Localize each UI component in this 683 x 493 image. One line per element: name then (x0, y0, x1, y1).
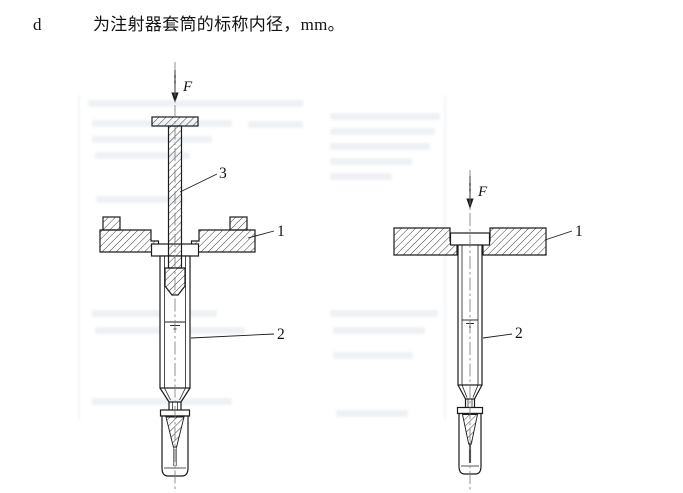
bleedthrough-mark (333, 327, 425, 334)
leader-line-plunger (179, 173, 218, 193)
definition-term: d (33, 15, 42, 34)
bleedthrough-mark (92, 310, 217, 317)
fixture-plate-right-half (190, 229, 256, 253)
bleedthrough-mark (248, 121, 303, 128)
leader-line-barrel-left (190, 333, 275, 339)
figure-right: F (393, 176, 573, 475)
bleedthrough-mark (78, 95, 80, 420)
fixture-plate-right-fig-right-half (482, 227, 547, 256)
bleedthrough-mark (330, 173, 392, 180)
force-label-left: F (182, 79, 193, 95)
leader-line-plate-left (247, 230, 275, 239)
part-label-plate-right: 1 (575, 223, 583, 240)
part-label-plate-left: 1 (277, 223, 285, 240)
part-label-barrel-right: 2 (515, 325, 523, 342)
definition-text: 为注射器套筒的标称内径，mm。 (93, 15, 345, 34)
bleedthrough-mark (88, 100, 303, 107)
bleedthrough-mark (330, 310, 438, 317)
bleedthrough-mark (333, 352, 413, 359)
clamp-block-right (229, 216, 248, 231)
bleedthrough-mark (330, 158, 412, 165)
force-label-right: F (477, 184, 488, 200)
part-label-barrel-left: 2 (277, 326, 285, 343)
bleedthrough-mark (95, 152, 190, 159)
bleedthrough-mark (96, 196, 184, 203)
bleedthrough-mark (330, 113, 440, 120)
part-label-plunger: 3 (219, 165, 227, 182)
figure-left: F (99, 70, 275, 477)
definition-line: d 为注射器套筒的标称内径，mm。 (33, 10, 345, 35)
bleedthrough-mark (330, 128, 435, 135)
leader-line-barrel-right (482, 333, 513, 339)
bleedthrough-mark (92, 136, 212, 143)
bleedthrough-mark (336, 410, 408, 417)
clamp-block-left (102, 216, 121, 231)
fixture-plate-right-fig-left-half (393, 227, 458, 256)
bleedthrough-mark (330, 143, 430, 150)
leader-line-plate-right (544, 230, 573, 241)
bleedthrough-mark (92, 398, 232, 405)
fixture-plate-left-half (99, 229, 160, 253)
bleedthrough-mark (444, 95, 446, 420)
